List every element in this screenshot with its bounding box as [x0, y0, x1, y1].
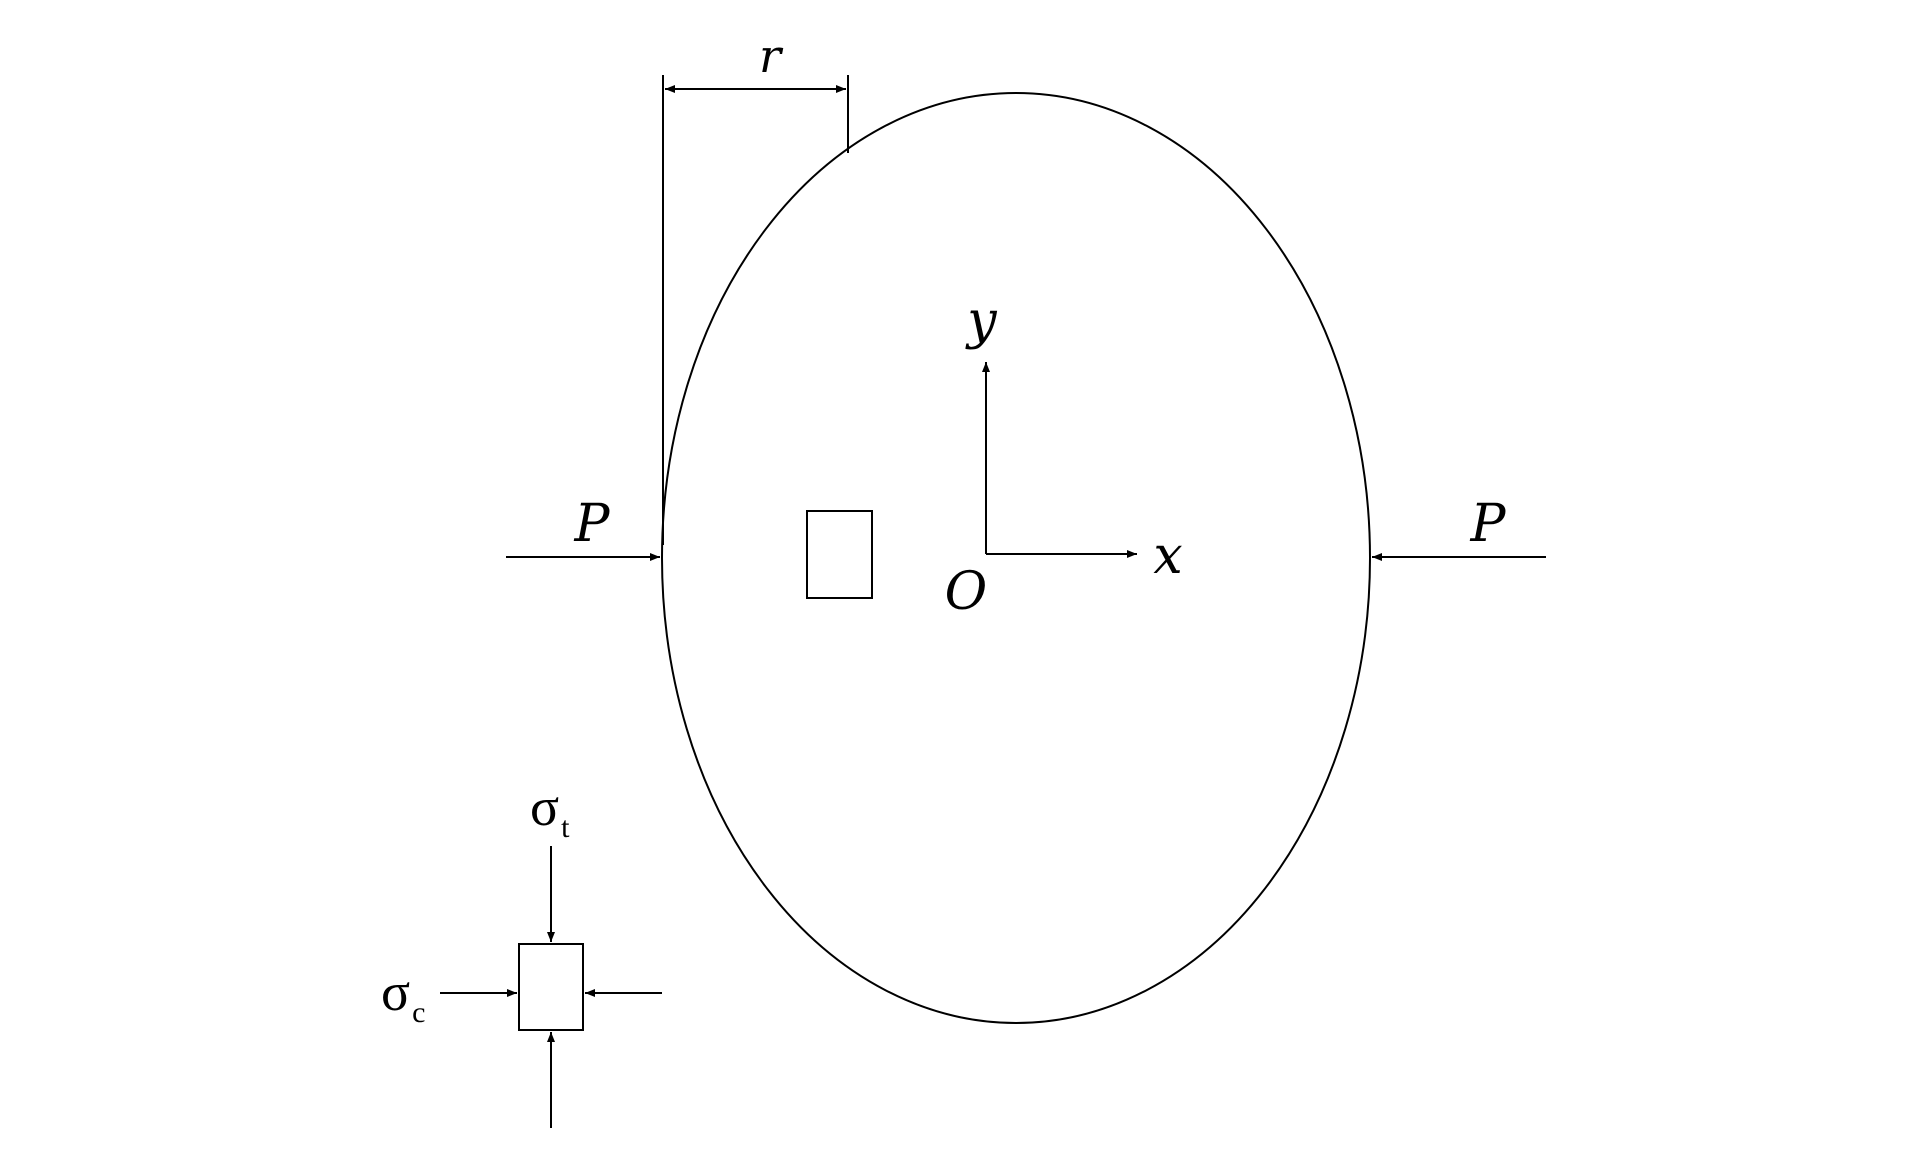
- stress-t-subscript: t: [561, 811, 570, 844]
- stress-c-symbol: σ: [381, 962, 410, 1022]
- stress-t-label: σt: [530, 777, 570, 844]
- coordinate-axes: y x O: [945, 291, 1183, 622]
- origin-label: O: [945, 562, 988, 622]
- load-left: P: [506, 494, 660, 561]
- x-axis-label: x: [1153, 526, 1182, 586]
- radius-dimension: r: [662, 29, 849, 545]
- disc-outline: [661, 92, 1371, 1024]
- stress-t-symbol: σ: [530, 777, 559, 837]
- load-right: P: [1372, 494, 1546, 561]
- load-right-label: P: [1470, 494, 1507, 554]
- stress-element-box: [518, 943, 584, 1031]
- stress-element-detail: σt σc: [381, 777, 662, 1128]
- radius-label: r: [759, 29, 784, 83]
- stress-c-label: σc: [381, 962, 425, 1029]
- load-left-label: P: [574, 494, 611, 554]
- stress-element-in-disc: [806, 510, 873, 599]
- y-axis-label: y: [965, 291, 997, 351]
- stress-c-subscript: c: [412, 996, 425, 1029]
